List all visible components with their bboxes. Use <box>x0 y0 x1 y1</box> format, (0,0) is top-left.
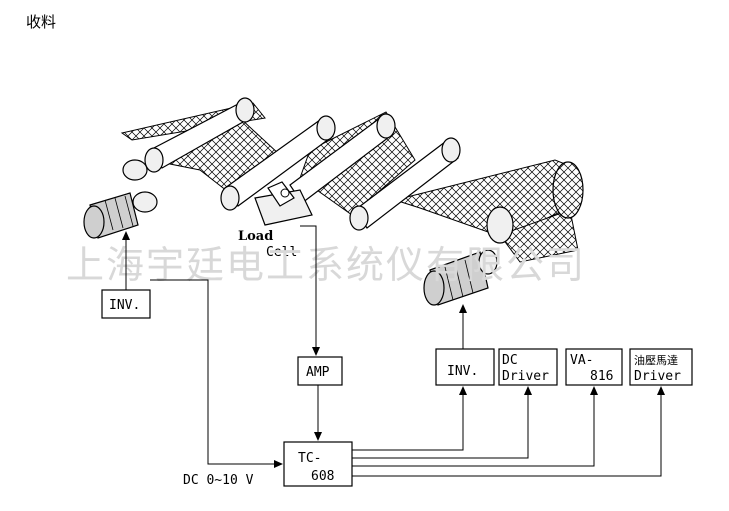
svg-text:TC-: TC- <box>298 451 321 466</box>
svg-text:AMP: AMP <box>306 365 330 380</box>
load-cell-label: Load <box>238 229 273 244</box>
roller-icon <box>349 137 461 231</box>
svg-text:DC: DC <box>502 353 518 368</box>
load-cell-sublabel: Cell <box>266 245 297 260</box>
svg-text:608: 608 <box>311 469 334 484</box>
amp-box: AMP <box>297 356 343 386</box>
roller-icon <box>220 115 336 211</box>
svg-text:VA-: VA- <box>570 353 593 368</box>
dc-signal-label: DC 0~10 V <box>183 473 254 488</box>
svg-text:INV.: INV. <box>109 298 140 313</box>
svg-text:Driver: Driver <box>502 369 549 384</box>
roller-icon <box>144 97 255 173</box>
roller-icon <box>122 159 158 213</box>
svg-text:816: 816 <box>590 369 613 384</box>
svg-text:Driver: Driver <box>634 369 681 384</box>
va-816-box: VA- 816 <box>565 348 623 386</box>
inv-left-box: INV. <box>101 289 151 319</box>
signal-lines <box>122 225 665 477</box>
svg-text:INV.: INV. <box>447 364 478 379</box>
motor-icon <box>83 192 139 239</box>
inv-right-box: INV. <box>435 348 495 386</box>
motor-icon <box>423 249 498 306</box>
page-title: 收料 <box>26 13 56 31</box>
load-cell-icon <box>254 181 313 226</box>
watermark-text: 上海宇廷电工系统仪有限公司 <box>66 243 586 287</box>
tc-608-box: TC- 608 <box>283 441 353 487</box>
roller-icon <box>486 161 584 244</box>
svg-text:油壓馬達: 油壓馬達 <box>634 353 678 367</box>
dc-driver-box: DC Driver <box>498 348 558 386</box>
hydraulic-driver-box: 油壓馬達 Driver <box>629 348 693 386</box>
roller-icon <box>289 113 396 204</box>
